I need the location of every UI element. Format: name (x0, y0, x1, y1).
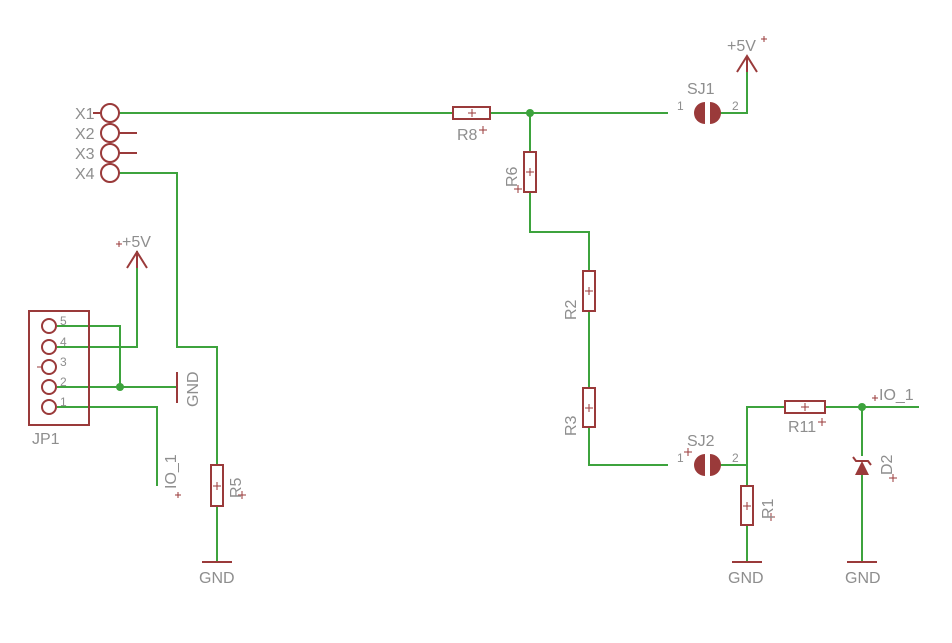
resistor-label: R11 (788, 419, 816, 436)
wire-r3-to-sj2 (588, 426, 668, 466)
resistor-label: R5 (228, 477, 245, 498)
wire-r6-to-r2 (529, 191, 590, 272)
resistor-label: R8 (457, 127, 478, 144)
io-label: IO_1 (163, 454, 180, 489)
zener-diode-d2[interactable]: D2 (852, 454, 897, 482)
gnd-label: GND (199, 570, 235, 587)
gnd-symbol-d2: GND (845, 561, 881, 587)
wire-x4-to-r5 (119, 172, 218, 466)
jumper-pin-label: 1 (677, 451, 684, 465)
diode-label: D2 (879, 454, 896, 475)
wire-sj1-to-vcc (716, 71, 748, 114)
junction-r11-d2 (858, 403, 866, 411)
jp1-pin-2 (41, 379, 57, 395)
jumper-pin-label: 2 (732, 99, 739, 113)
jumper-pin-label: 2 (732, 451, 739, 465)
connector-x-pin-3[interactable]: X3 (75, 143, 137, 163)
vcc-label: +5V (122, 234, 151, 251)
gnd-label: GND (185, 371, 202, 407)
resistor-r5[interactable]: R5 (210, 464, 246, 507)
vcc-symbol-top: +5V (727, 36, 767, 73)
jumper-name: SJ1 (687, 81, 715, 98)
net-label-io-left: IO_1 (163, 454, 181, 498)
jp1-outline (28, 310, 90, 426)
resistor-r2[interactable]: R2 (563, 270, 596, 320)
connector-x-label: X3 (75, 146, 95, 163)
gnd-label: GND (728, 570, 764, 587)
jp1-pin-1 (41, 399, 57, 415)
jp1-pin-label: 4 (60, 335, 67, 349)
connector-x-label: X2 (75, 126, 95, 143)
jumper-pin-label: 1 (677, 99, 684, 113)
resistor-r6[interactable]: R6 (504, 151, 537, 193)
wire-jp1-pin1-to-io (57, 406, 158, 486)
connector-x: X1 X2 X3 X4 (75, 103, 137, 183)
jp1-header[interactable]: 5 4 3 2 1 JP1 (28, 310, 90, 448)
net-label-io-right: IO_1 (872, 387, 914, 404)
wires (57, 71, 919, 563)
resistor-r11[interactable]: R11 (784, 400, 826, 436)
resistor-label: R1 (760, 498, 777, 519)
jp1-pin-4 (41, 339, 57, 355)
resistor-label: R2 (563, 299, 580, 320)
resistor-r8[interactable]: R8 (452, 106, 491, 144)
jumper-name: SJ2 (687, 433, 715, 450)
connector-x-pin-2[interactable]: X2 (75, 123, 137, 143)
gnd-symbol-jp1: GND (176, 371, 202, 407)
gnd-symbol-r5: GND (199, 561, 235, 587)
jp1-pin-3 (41, 359, 57, 375)
vcc-label: +5V (727, 38, 756, 55)
wire-jp1-pin5 (57, 325, 121, 388)
connector-x-pin-1[interactable]: X1 (75, 103, 120, 123)
resistor-r3[interactable]: R3 (563, 387, 596, 436)
jp1-pin-5 (41, 318, 57, 334)
jp1-pin-label: 2 (60, 375, 67, 389)
vcc-symbol-left: +5V (116, 234, 151, 269)
resistor-label: R3 (563, 415, 580, 436)
resistor-r1[interactable]: R1 (740, 485, 777, 526)
junction-r8-r6 (526, 109, 534, 117)
solder-jumper-sj1[interactable]: SJ1 1 2 (677, 81, 739, 124)
jp1-pin-label: 1 (60, 395, 67, 409)
solder-jumper-sj2[interactable]: SJ2 1 2 (677, 433, 739, 476)
wire-sj2-to-r1-r11 (716, 406, 786, 466)
wire-jp1-pin4-to-vcc (57, 251, 138, 348)
io-label: IO_1 (879, 387, 914, 404)
junction-jp1 (116, 383, 124, 391)
jp1-pin-label: 5 (60, 314, 67, 328)
gnd-symbol-r1: GND (728, 561, 764, 587)
connector-x-pin-4[interactable]: X4 (75, 163, 120, 183)
connector-x-label: X4 (75, 166, 95, 183)
connector-x-label: X1 (75, 106, 95, 123)
jp1-name: JP1 (32, 431, 60, 448)
jp1-pin-label: 3 (60, 355, 67, 369)
resistor-label: R6 (504, 166, 521, 187)
gnd-label: GND (845, 570, 881, 587)
